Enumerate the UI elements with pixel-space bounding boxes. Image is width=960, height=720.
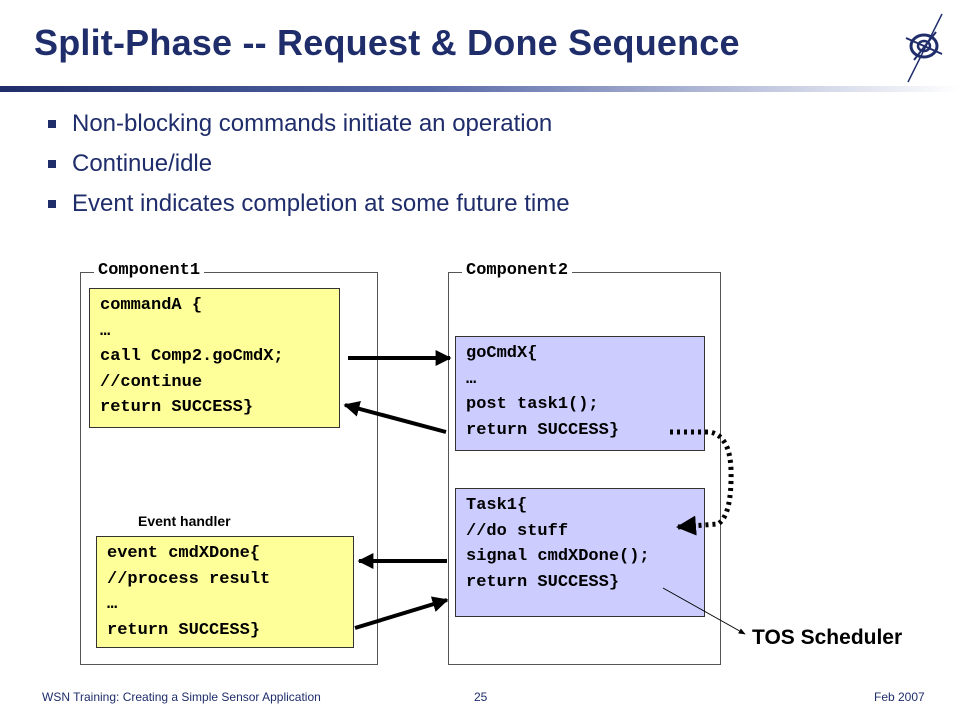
- footer-page-number: 25: [474, 690, 488, 704]
- event-handler-box: event cmdXDone{ //process result … retur…: [96, 536, 354, 648]
- gocmdx-box: goCmdX{ … post task1(); return SUCCESS}: [455, 336, 705, 451]
- footer-course-title: WSN Training: Creating a Simple Sensor A…: [42, 690, 321, 704]
- component1-frame: [80, 272, 378, 665]
- bullet-list: Non-blocking commands initiate an operat…: [48, 104, 570, 224]
- component2-label: Component2: [462, 261, 573, 280]
- component1-label: Component1: [94, 261, 205, 280]
- event-handler-label: Event handler: [138, 513, 231, 529]
- bullet-item: Event indicates completion at some futur…: [48, 184, 570, 224]
- square-bullet-icon: [48, 200, 56, 208]
- tos-scheduler-label: TOS Scheduler: [752, 626, 903, 649]
- bullet-item: Non-blocking commands initiate an operat…: [48, 104, 570, 144]
- square-bullet-icon: [48, 160, 56, 168]
- square-bullet-icon: [48, 120, 56, 128]
- task1-box: Task1{ //do stuff signal cmdXDone(); ret…: [455, 488, 705, 617]
- bullet-item: Continue/idle: [48, 144, 570, 184]
- footer-date: Feb 2007: [874, 690, 925, 704]
- title-underline: [0, 86, 960, 92]
- slide-title: Split-Phase -- Request & Done Sequence: [34, 22, 740, 63]
- compass-logo-icon: [905, 13, 943, 83]
- commandA-box: commandA { … call Comp2.goCmdX; //contin…: [89, 288, 340, 428]
